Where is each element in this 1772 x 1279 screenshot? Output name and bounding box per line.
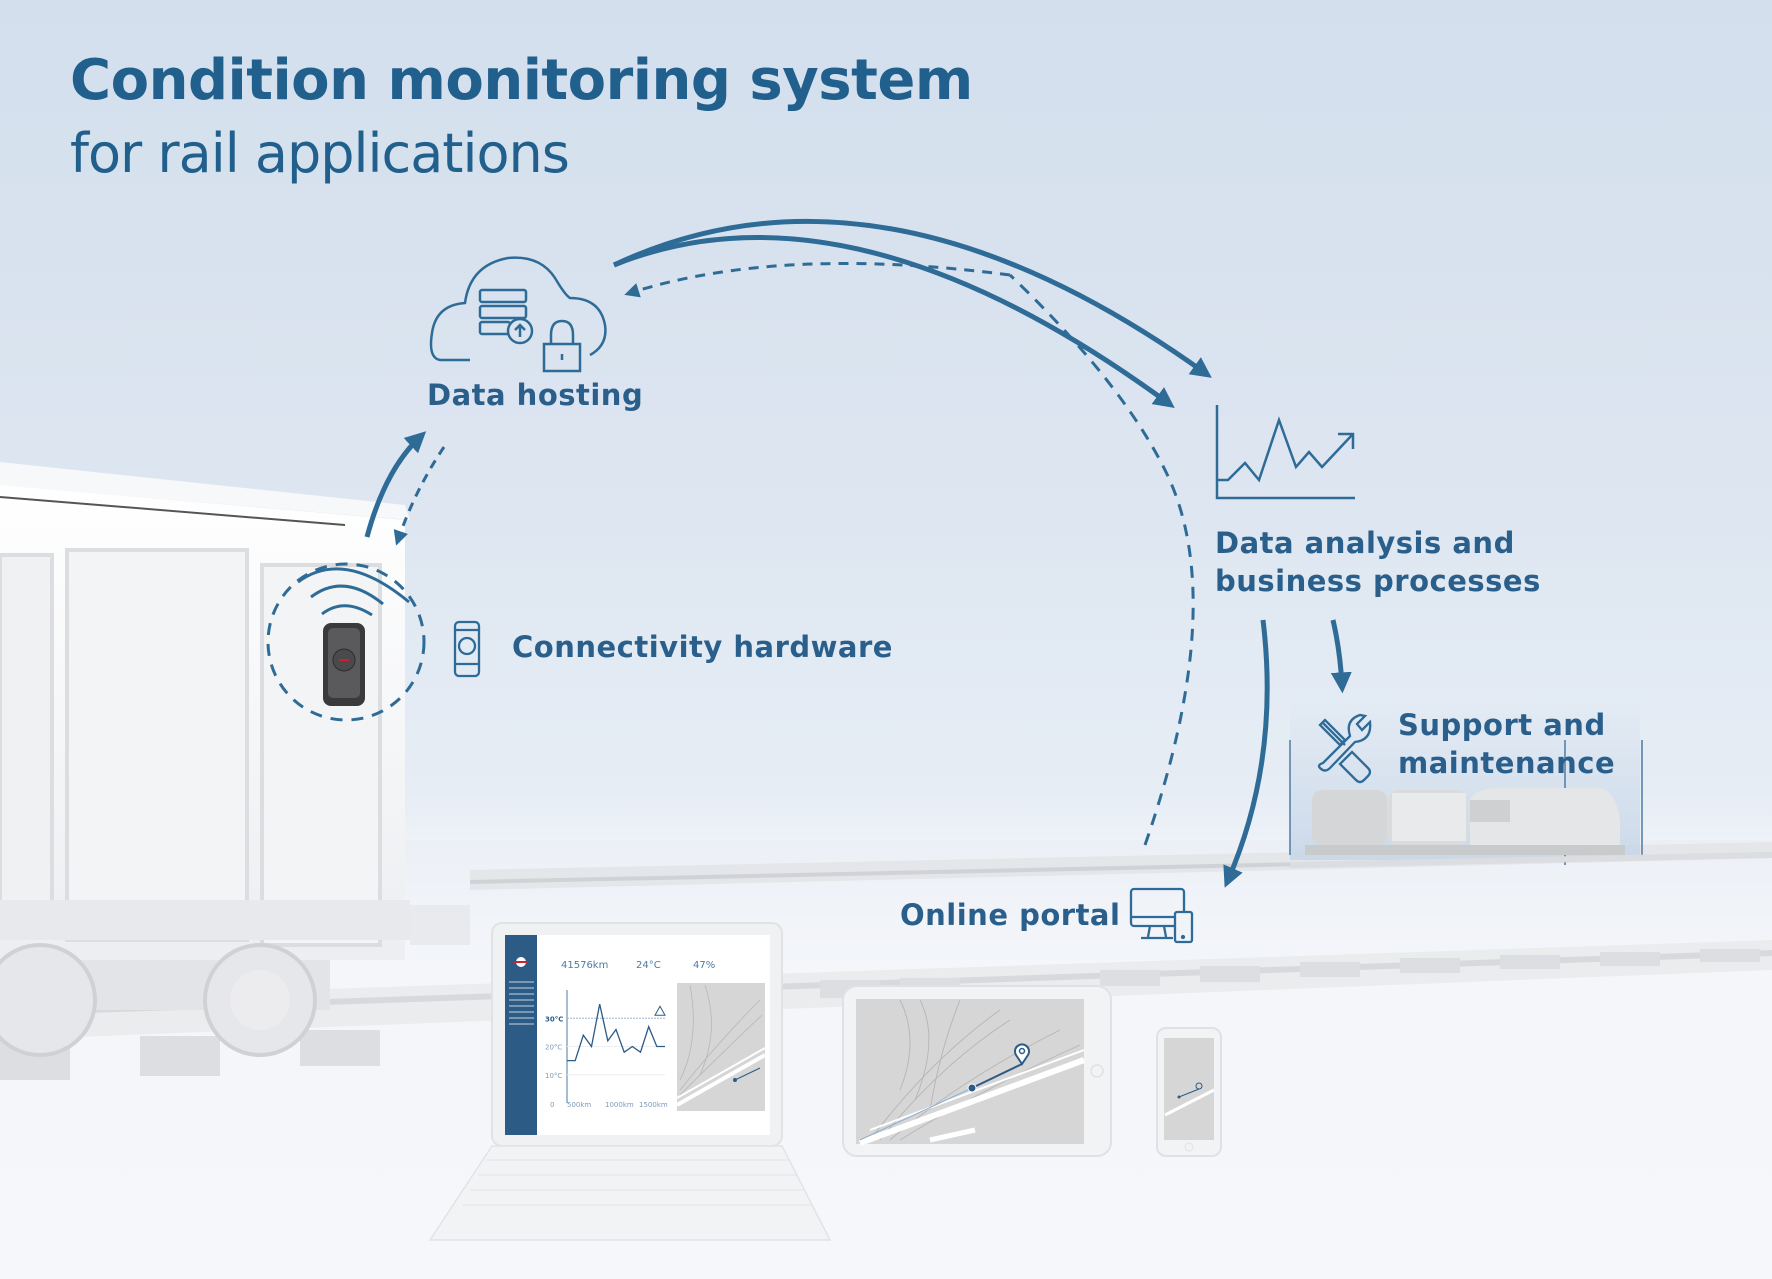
wrench-screwdriver-icon [1317, 713, 1372, 784]
label-data-hosting: Data hosting [427, 378, 644, 412]
label-support: Support and maintenance [1398, 706, 1615, 782]
train-small [1290, 788, 1772, 868]
cloud-server-lock-icon [429, 256, 607, 373]
portal-stat-temperature: 24°C [636, 960, 661, 971]
label-data-analysis-line2: business processes [1215, 564, 1541, 598]
chart-series-temperature [567, 1003, 665, 1062]
page-title: Condition monitoring system [70, 48, 973, 113]
portal-stat-humidity: 47% [693, 960, 716, 971]
chart-y-tick-label: 30°C [545, 1015, 563, 1023]
chart-x-tick-label: 1000km [605, 1101, 634, 1109]
arrow-analysis-to-support [1330, 619, 1352, 694]
label-data-analysis: Data analysis and business processes [1215, 524, 1541, 600]
page-subtitle: for rail applications [70, 122, 570, 185]
line-chart-trend-icon [1215, 405, 1355, 500]
arrow-hosting-to-device [393, 446, 446, 546]
portal-stat-mileage: 41576km [561, 960, 609, 971]
label-connectivity-hardware: Connectivity hardware [512, 630, 893, 664]
monitor-phone-icon [1129, 887, 1194, 944]
arrow-hosting-to-analysis-outer [612, 218, 1212, 378]
chart-x-tick-label: 500km [567, 1101, 591, 1109]
tablet [842, 985, 1112, 1157]
connectivity-device [323, 623, 365, 706]
phone [1156, 1027, 1222, 1157]
freight-wagon [0, 462, 470, 1057]
label-data-analysis-line1: Data analysis and [1215, 526, 1515, 560]
arrow-device-to-hosting [364, 431, 427, 538]
device-range-circle [266, 562, 426, 722]
laptop [428, 922, 832, 1241]
arrow-portal-to-hosting [1008, 273, 1195, 846]
signal-waves-icon [297, 567, 410, 617]
label-online-portal: Online portal [900, 898, 1121, 932]
label-support-line2: maintenance [1398, 746, 1616, 780]
device-icon [453, 620, 481, 678]
warning-triangle-icon [654, 1005, 666, 1016]
chart-y-tick-label: 10°C [545, 1072, 562, 1080]
chart-y-tick-label: 20°C [545, 1044, 562, 1052]
arrow-analysis-to-hosting [624, 261, 1011, 298]
chart-x-tick-label: 1500km [639, 1101, 668, 1109]
label-support-line1: Support and [1398, 708, 1606, 742]
arrow-hosting-to-analysis-inner [613, 235, 1175, 408]
chart-y-tick-label: 0 [550, 1101, 554, 1109]
arrow-analysis-to-portal [1223, 619, 1270, 888]
